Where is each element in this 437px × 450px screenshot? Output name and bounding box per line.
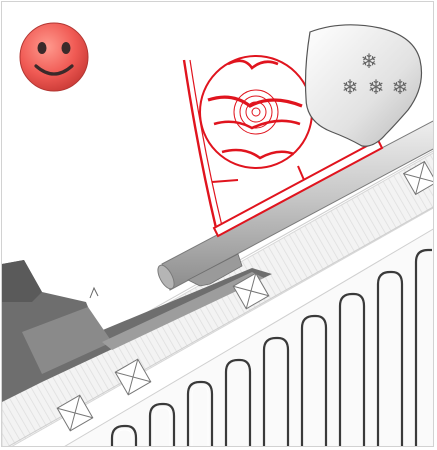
smiley-face-icon [20, 23, 88, 91]
snowflake-icon: ❄ [368, 75, 385, 99]
snowflake-icon: ❄ [342, 75, 359, 99]
diagram-canvas: ❄ ❄ ❄ ❄ [2, 2, 434, 447]
snowflake-icon: ❄ [361, 49, 378, 73]
snowflake-icon: ❄ [392, 75, 409, 99]
cold-air-cloud: ❄ ❄ ❄ ❄ [306, 25, 422, 146]
